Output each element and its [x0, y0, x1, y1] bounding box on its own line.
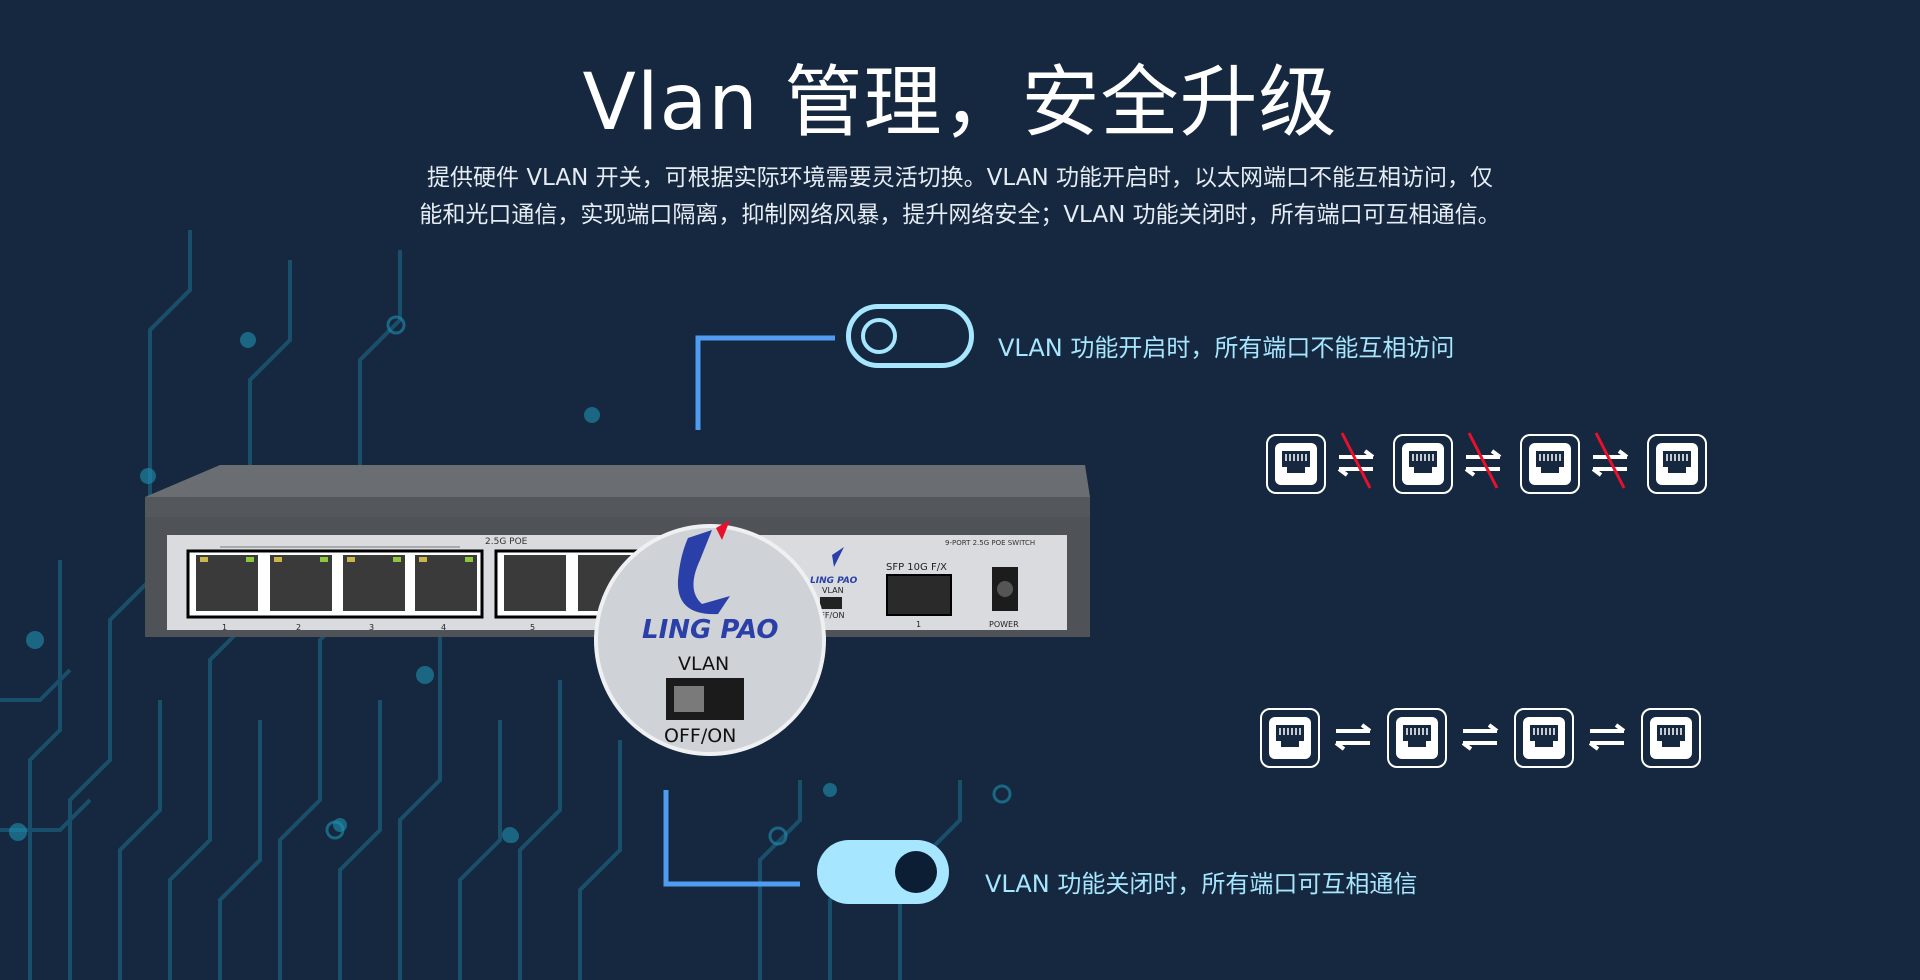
blocked-slash-icon [1340, 432, 1372, 489]
exchange-arrows-icon [1461, 723, 1499, 751]
ethernet-port-icon [1260, 708, 1320, 768]
zoom-off-on-label: OFF/ON [664, 725, 736, 747]
brand-logo-icon [677, 530, 730, 615]
page-description: 提供硬件 VLAN 开关，可根据实际环境需要灵活切换。VLAN 功能开启时，以太… [360, 160, 1560, 234]
poe-label: 2.5G POE [485, 537, 528, 547]
vlan-on-toggle[interactable] [846, 304, 974, 368]
sfp-label: SFP 10G F/X [886, 562, 947, 573]
blocked-slash-icon [1467, 432, 1499, 489]
zoom-vlan-label: VLAN [678, 653, 729, 675]
toggle-knob [895, 851, 937, 893]
vlan-small-label: VLAN [822, 586, 844, 595]
vlan-zoom-circle: LING PAO VLAN OFF/ON [594, 520, 826, 756]
ethernet-port-icon [1647, 434, 1707, 494]
description-line-2: 能和光口通信，实现端口隔离，抑制网络风暴，提升网络安全；VLAN 功能关闭时，所… [419, 202, 1501, 228]
port-number: 3 [369, 623, 374, 632]
model-label: 9-PORT 2.5G POE SWITCH [945, 539, 1035, 547]
zoom-brand: LING PAO [642, 615, 779, 645]
power-label: POWER [989, 620, 1019, 629]
port-diagram-connected [1260, 708, 1701, 768]
page-title: Vlan 管理，安全升级 [582, 58, 1338, 148]
vlan-on-caption: VLAN 功能开启时，所有端口不能互相访问 [998, 334, 1455, 362]
port-number: 5 [530, 623, 535, 632]
brand-small: LING PAO [810, 576, 858, 586]
exchange-arrows-icon [1334, 723, 1372, 751]
vlan-off-caption: VLAN 功能关闭时，所有端口可互相通信 [985, 870, 1418, 898]
ethernet-port-icon [1266, 434, 1326, 494]
brand-logo-small-icon [832, 547, 844, 567]
ethernet-port-icon [1520, 434, 1580, 494]
off-on-small-label: OFF/ON [814, 611, 844, 620]
sfp-number: 1 [916, 620, 921, 629]
ethernet-port-icon [1387, 708, 1447, 768]
vlan-off-toggle[interactable] [817, 840, 949, 904]
ethernet-port-icon [1514, 708, 1574, 768]
port-number: 4 [441, 623, 446, 632]
exchange-arrows-icon [1588, 723, 1626, 751]
toggle-knob [861, 318, 897, 354]
ethernet-port-icon [1641, 708, 1701, 768]
port-number: 2 [296, 623, 301, 632]
port-number: 1 [222, 623, 227, 632]
ethernet-port-icon [1393, 434, 1453, 494]
blocked-slash-icon [1594, 432, 1626, 489]
description-line-1: 提供硬件 VLAN 开关，可根据实际环境需要灵活切换。VLAN 功能开启时，以太… [427, 165, 1493, 191]
port-diagram-blocked [1266, 432, 1707, 494]
